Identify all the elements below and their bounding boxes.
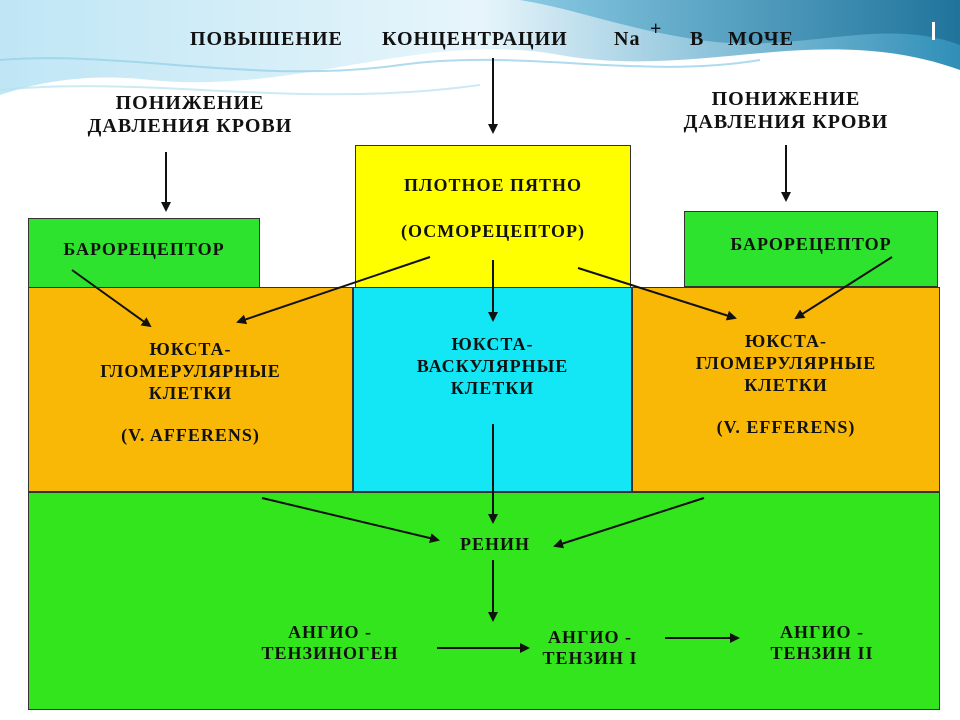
angiotensin2-label: АНГИО -ТЕНЗИН II	[770, 622, 874, 663]
baroreceptor-right-label: БАРОРЕЦЕПТОР	[730, 234, 892, 254]
angiotensin1-label: АНГИО -ТЕНЗИН I	[542, 627, 638, 668]
jg-left-label: ЮКСТА- ГЛОМЕРУЛЯРНЫЕ КЛЕТКИ (V. AFFERENS…	[100, 339, 281, 445]
header-na: Na	[614, 28, 641, 50]
dense-spot-title: ПЛОТНОЕ ПЯТНО	[404, 175, 582, 195]
header-word-3: В	[690, 28, 705, 50]
corner-mark	[932, 22, 935, 40]
header-word-4: МОЧЕ	[728, 28, 794, 50]
dense-spot-box	[355, 145, 631, 288]
jg-right-label: ЮКСТА- ГЛОМЕРУЛЯРНЫЕ КЛЕТКИ (V. EFFERENS…	[695, 331, 877, 437]
renin-label: РЕНИН	[459, 534, 530, 554]
dense-spot-subtitle: (ОСМОРЕЦЕПТОР)	[401, 221, 585, 241]
bottom-green-box	[28, 492, 940, 710]
header-word-2: КОНЦЕНТРАЦИИ	[382, 28, 568, 50]
header-plus: +	[650, 18, 663, 40]
header-word-1: ПОВЫШЕНИЕ	[190, 28, 343, 50]
jg-right-box	[632, 287, 940, 492]
jv-center-label: ЮКСТА- ВАСКУЛЯРНЫЕ КЛЕТКИ	[416, 334, 569, 398]
angiotensinogen-label: АНГИО -ТЕНЗИНОГЕН	[261, 622, 399, 663]
baroreceptor-left-label: БАРОРЕЦЕПТОР	[63, 239, 225, 259]
